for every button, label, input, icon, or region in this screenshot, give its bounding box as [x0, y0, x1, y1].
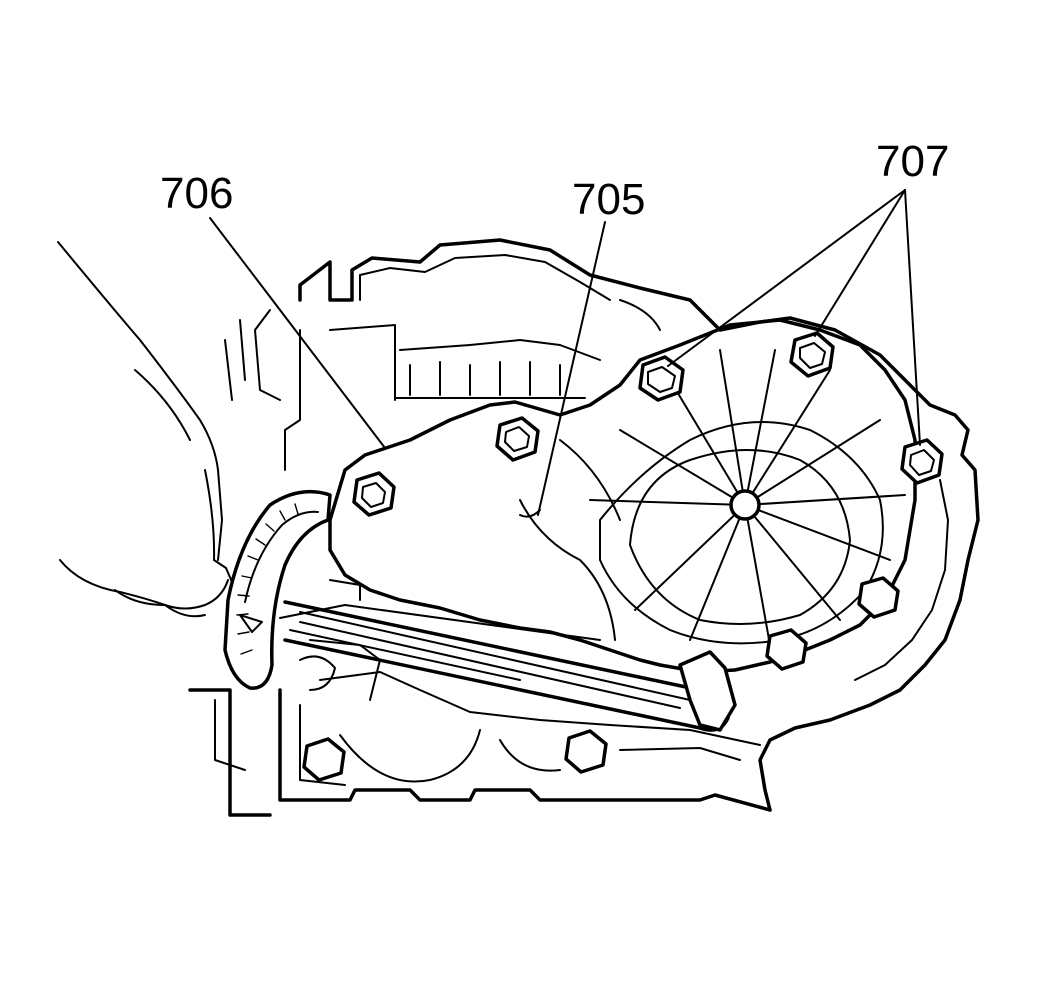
leader-707-a	[667, 189, 906, 367]
dial-ticks	[236, 503, 299, 655]
bolt	[352, 471, 396, 517]
cover-ribs	[589, 349, 906, 646]
bolt	[302, 737, 346, 782]
leader-706	[209, 217, 386, 449]
leader-lines	[209, 189, 921, 516]
bolt	[564, 729, 608, 774]
bolt	[900, 438, 944, 485]
bolt	[857, 576, 900, 619]
callout-705: 705	[572, 175, 645, 224]
bolt	[638, 355, 685, 402]
torque-wrench	[223, 489, 737, 732]
leader-705	[537, 221, 606, 516]
transmission-case	[188, 238, 980, 817]
callout-707: 707	[876, 137, 949, 186]
leader-707-b	[814, 189, 906, 337]
hand	[57, 241, 233, 618]
bolt	[789, 331, 835, 378]
bolt	[495, 416, 540, 462]
leader-707-c	[904, 189, 921, 446]
bolts	[302, 331, 944, 782]
extension-cover	[328, 318, 917, 674]
output-shaft-hub	[729, 489, 761, 521]
bolt	[765, 628, 808, 671]
callout-706: 706	[160, 169, 233, 218]
